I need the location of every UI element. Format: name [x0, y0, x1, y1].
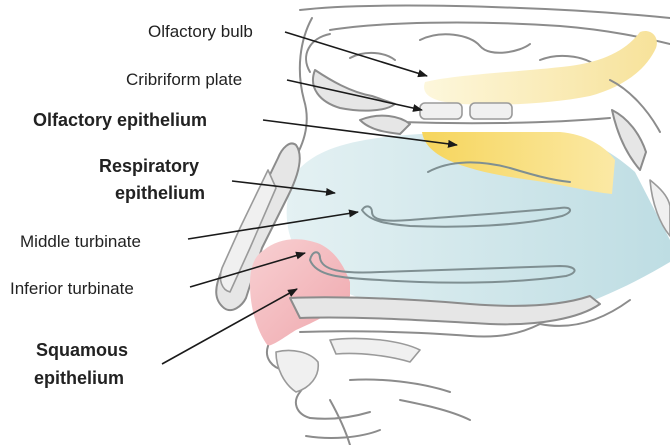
label-olfactory-epithelium: Olfactory epithelium	[33, 110, 207, 130]
label-cribriform-plate: Cribriform plate	[126, 70, 242, 89]
mouth-lips	[267, 346, 470, 445]
label-olfactory-bulb: Olfactory bulb	[148, 22, 253, 41]
label-middle-turbinate: Middle turbinate	[20, 232, 141, 251]
label-squamous-epithelium-line1: Squamous	[36, 340, 128, 360]
olfactory-bulb-shape	[424, 31, 657, 105]
hard-palate	[290, 296, 630, 362]
label-respiratory-epithelium-line2: epithelium	[115, 183, 205, 203]
label-inferior-turbinate: Inferior turbinate	[10, 279, 134, 298]
cribriform-plate-shape	[400, 103, 610, 123]
label-respiratory-epithelium-line1: Respiratory	[99, 156, 199, 176]
label-squamous-epithelium-line2: epithelium	[34, 368, 124, 388]
